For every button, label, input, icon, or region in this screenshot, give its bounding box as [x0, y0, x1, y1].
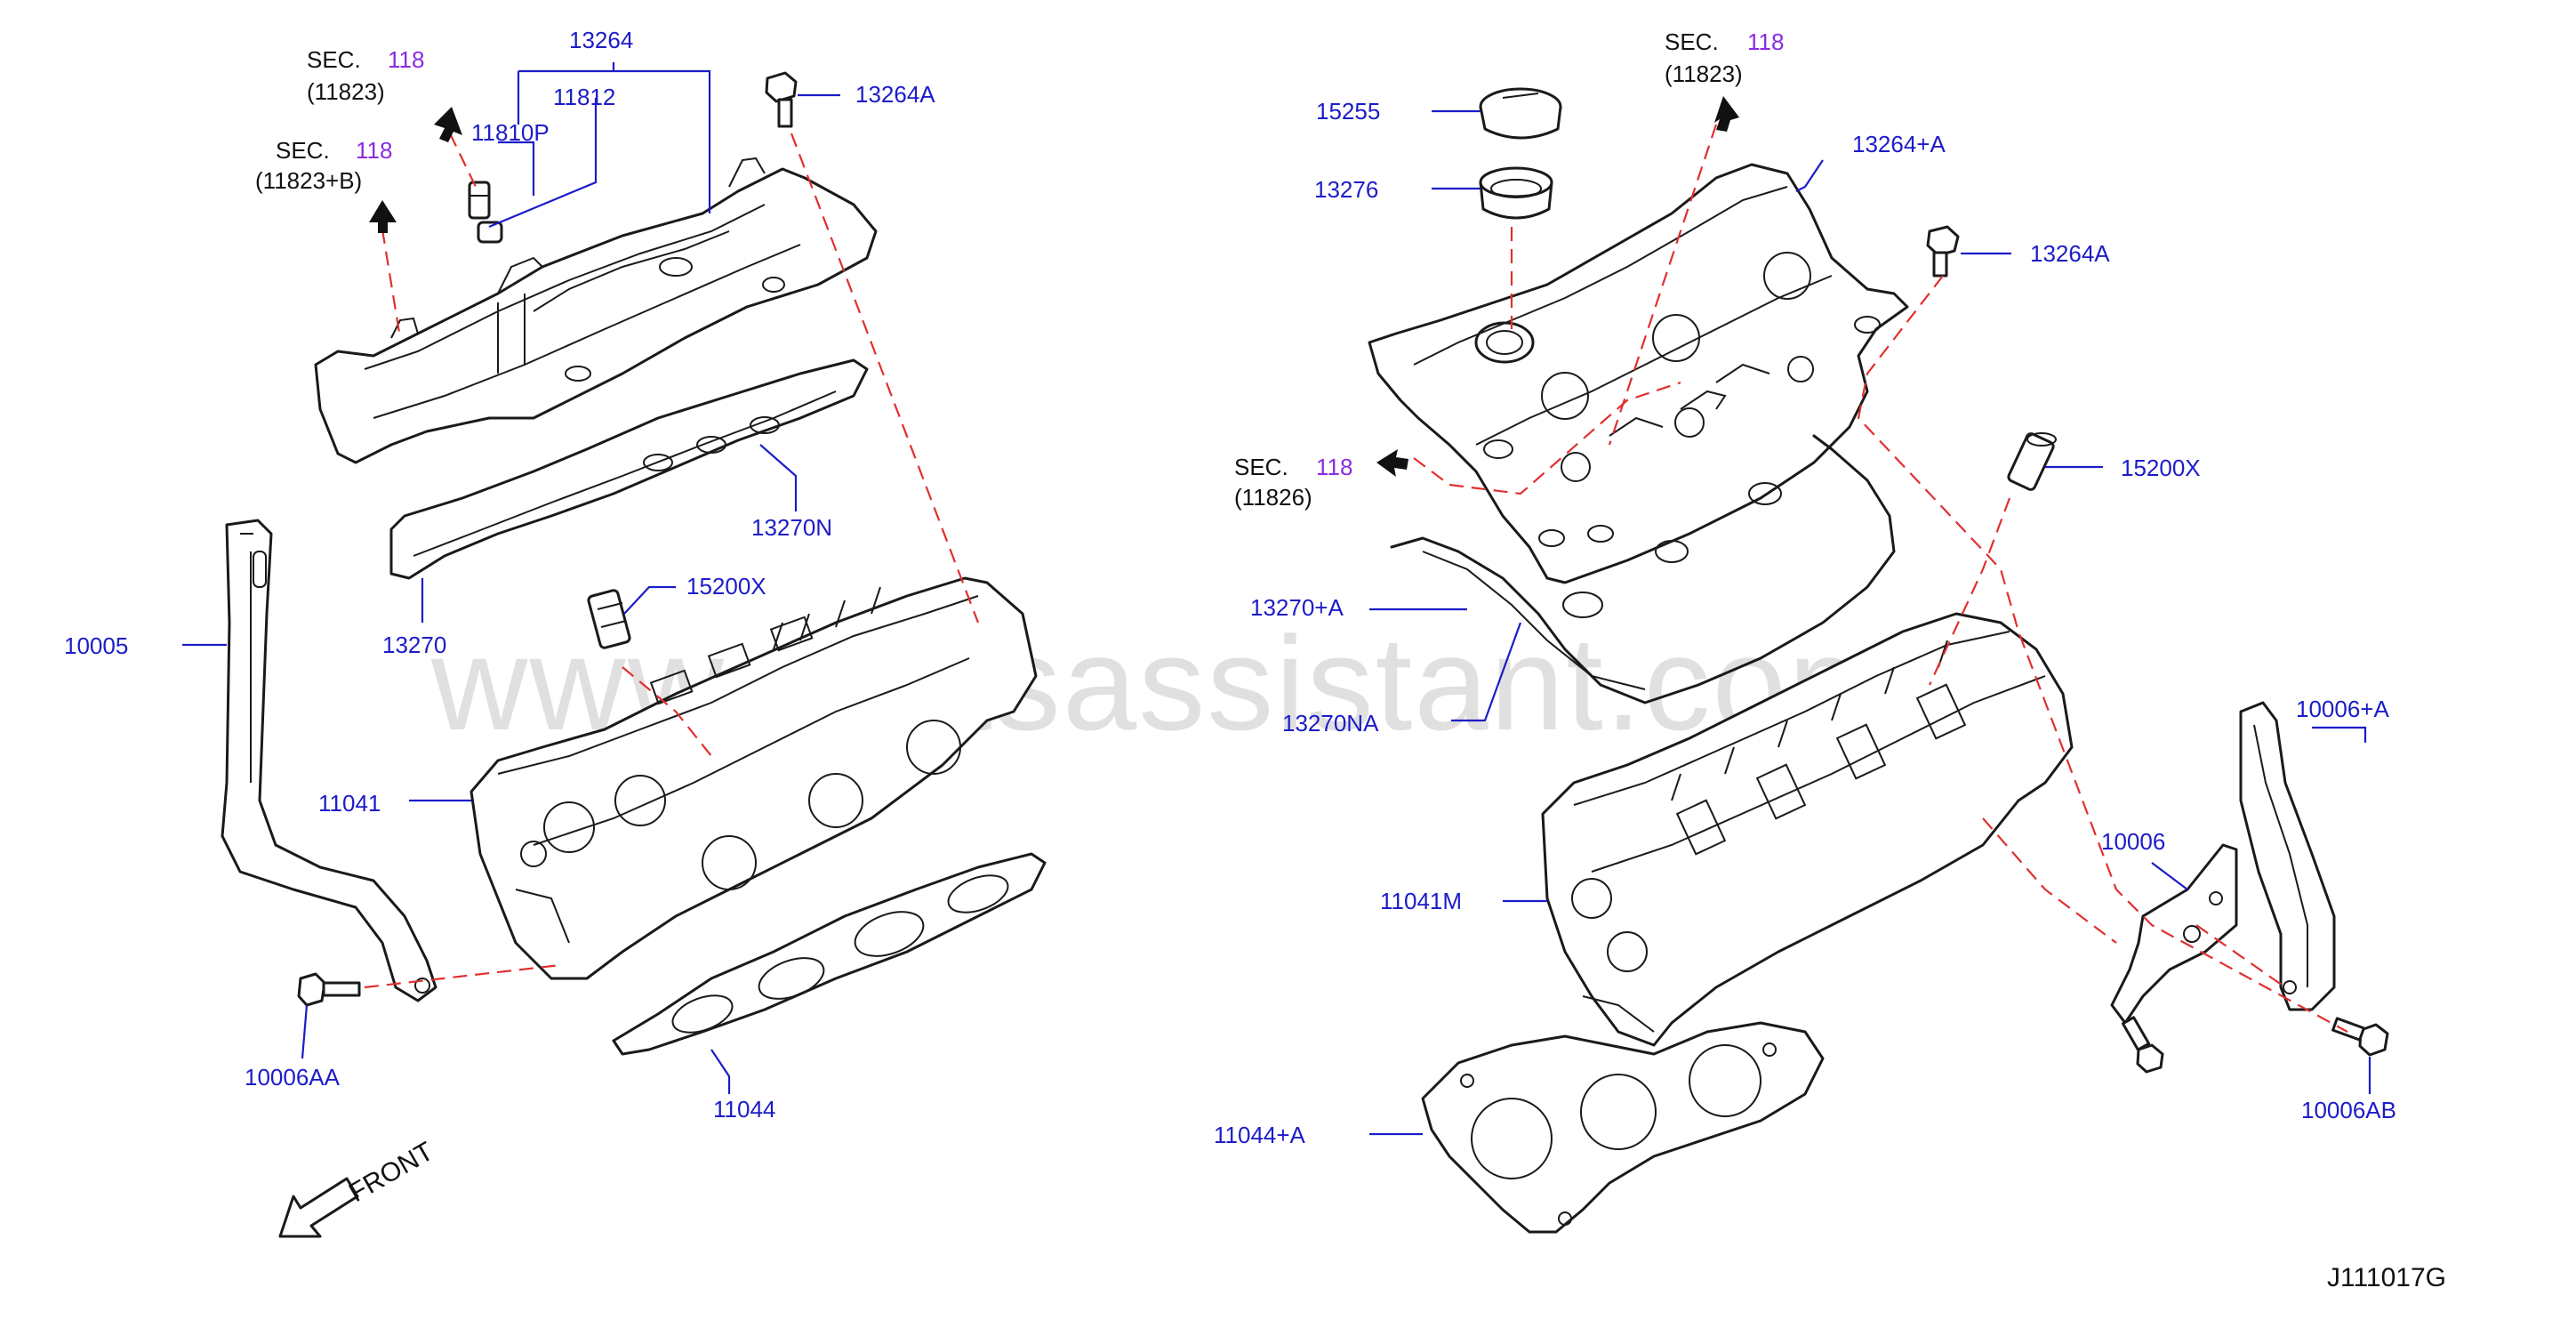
svg-text:(11826): (11826) [1234, 484, 1312, 511]
label-15200x-right: 15200X [2121, 455, 2201, 481]
cylinder-head-11041[interactable] [469, 576, 1038, 980]
pcv-valve-11810p[interactable] [468, 181, 503, 244]
label-11044a-plus: 11044+A [1214, 1122, 1306, 1148]
svg-text:118: 118 [1747, 28, 1784, 55]
label-13264: 13264 [569, 27, 633, 53]
svg-text:118: 118 [356, 137, 392, 164]
svg-text:(11823+B): (11823+B) [255, 167, 362, 194]
label-13270na: 13270NA [1282, 710, 1379, 736]
sec-arrow-icon [434, 107, 462, 142]
label-13270: 13270 [382, 632, 446, 658]
label-11044: 11044 [713, 1096, 775, 1123]
seal-13276[interactable] [1479, 166, 1553, 220]
svg-text:118: 118 [1316, 454, 1352, 480]
right-assembly: 15255 13276 13264+A 13264A 15200X 13270+… [1214, 28, 2396, 1234]
svg-text:118: 118 [388, 46, 424, 73]
oil-filter-15200x-right[interactable] [2007, 432, 2057, 491]
label-10005: 10005 [64, 632, 128, 659]
label-13270a-plus: 13270+A [1250, 594, 1344, 621]
label-13264a-right: 13264A [2030, 240, 2110, 267]
front-arrow-icon [278, 1177, 359, 1238]
label-13264a-plus: 13264+A [1852, 131, 1946, 157]
svg-text:(11823): (11823) [1665, 60, 1743, 87]
label-15200x-left: 15200X [686, 573, 766, 600]
svg-text:SEC.: SEC. [1665, 28, 1719, 55]
sec-ref-118-11826[interactable]: SEC. 118 (11826) [1234, 454, 1352, 511]
label-11812: 11812 [553, 84, 615, 110]
front-direction-indicator: FRONT [278, 1137, 438, 1238]
front-label: FRONT [344, 1137, 438, 1208]
diagram-code: J111017G [2327, 1263, 2446, 1292]
label-13264a-left: 13264A [855, 81, 935, 108]
valve-cover-gasket-13270a[interactable] [1390, 434, 1896, 704]
valve-cover-left[interactable] [314, 157, 878, 464]
sec-arrow-icon [369, 200, 397, 233]
svg-text:SEC.: SEC. [1234, 454, 1288, 480]
label-11041m: 11041M [1380, 888, 1462, 914]
bracket-10006[interactable] [2110, 843, 2238, 1025]
bolt-10006-lower[interactable] [2121, 1016, 2164, 1074]
label-10006: 10006 [2101, 828, 2165, 855]
svg-text:(11823): (11823) [307, 78, 385, 105]
bracket-10006a[interactable] [2239, 701, 2336, 1011]
bolt-10006ab[interactable] [2331, 1017, 2389, 1057]
sec-ref-118-11823b[interactable]: SEC. 118 (11823+B) [255, 137, 392, 194]
oil-filter-15200x-left[interactable] [587, 589, 631, 649]
bolt-13264a-left[interactable] [765, 71, 798, 128]
label-10006a-plus: 10006+A [2296, 696, 2389, 722]
bracket-10005[interactable] [221, 519, 437, 1002]
label-15255: 15255 [1316, 98, 1380, 125]
label-13270n: 13270N [751, 514, 832, 541]
bolt-13264a-right[interactable] [1926, 225, 1960, 278]
label-11810p: 11810P [471, 119, 550, 146]
svg-text:SEC.: SEC. [276, 137, 330, 164]
sec-arrow-icon [1714, 96, 1739, 132]
valve-cover-right[interactable] [1368, 163, 1909, 584]
bolt-10006aa[interactable] [297, 972, 361, 1007]
sec-arrow-icon [1376, 449, 1408, 477]
head-gasket-11044a[interactable] [1421, 1021, 1825, 1234]
svg-text:SEC.: SEC. [307, 46, 361, 73]
sec-ref-118-11823-right[interactable]: SEC. 118 (11823) [1665, 28, 1784, 87]
label-10006ab: 10006AB [2301, 1097, 2396, 1123]
valve-cover-gasket-13270[interactable] [389, 358, 869, 580]
head-gasket-11044[interactable] [612, 852, 1047, 1056]
label-11041: 11041 [318, 790, 381, 817]
label-13276: 13276 [1314, 176, 1378, 203]
label-10006aa: 10006AA [245, 1064, 341, 1091]
oil-filler-cap-15255[interactable] [1479, 87, 1562, 140]
sec-ref-118-11823-left[interactable]: SEC. 118 (11823) [307, 46, 424, 105]
